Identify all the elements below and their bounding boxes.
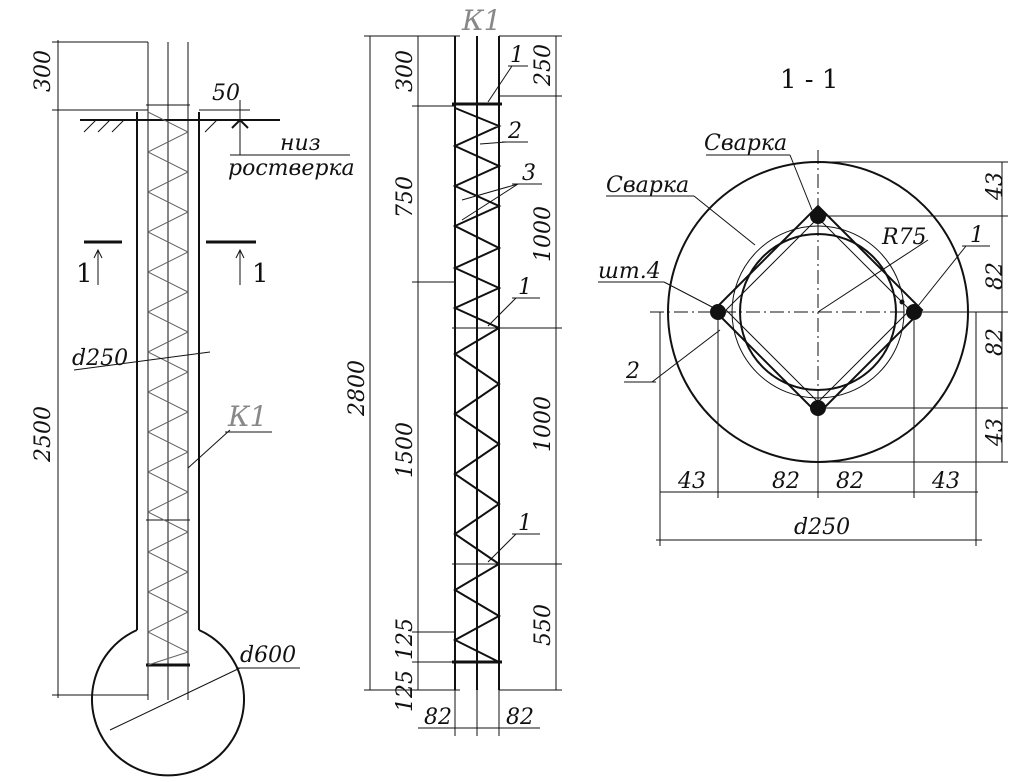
section-view: 1 - 1 R75 Сварка Сварка шт.4 1 <box>598 65 1008 546</box>
cage-dim-right-4: 550 <box>531 604 556 646</box>
cage-dim-left-4: 125 <box>393 618 418 660</box>
cage-label: К1 <box>227 400 267 433</box>
section-mark-left: 1 <box>76 259 93 289</box>
sec-dim-right-2: 82 <box>983 262 1008 290</box>
shaft-diameter: d250 <box>72 346 128 371</box>
cage-dim-bottom-1: 82 <box>424 705 452 730</box>
bulb-diameter: d600 <box>240 643 296 668</box>
cage-zigzag <box>146 111 190 666</box>
ground-hatch <box>83 119 218 133</box>
sec-dim-bottom-3: 82 <box>836 469 864 494</box>
cage-rebars <box>146 42 190 700</box>
cage-dim-right-3: 1000 <box>531 396 556 452</box>
cage-dim-total: 2800 <box>345 360 370 417</box>
section-title: 1 - 1 <box>780 65 838 95</box>
dim-shaft: 2500 <box>31 406 56 463</box>
cage-dim-left-1: 300 <box>393 50 418 92</box>
cage-zigzag-2 <box>452 107 502 663</box>
cage-dim-left-3: 1500 <box>393 422 418 478</box>
cage-title: К1 <box>461 4 501 37</box>
weld-label-top: Сварка <box>704 131 787 156</box>
callout-2: 2 <box>507 119 522 144</box>
grillage-label-2: ростверка <box>228 156 355 181</box>
callout-1b: 1 <box>518 275 532 300</box>
cage-dim-right-1: 250 <box>531 44 556 87</box>
dim-top: 300 <box>31 50 56 92</box>
sec-dim-bottom-2: 82 <box>772 469 800 494</box>
sec-dim-right-1: 43 <box>983 172 1008 201</box>
weld-label-left: Сварка <box>606 173 689 198</box>
cage-view: К1 300 750 1500 125 125 2800 25 <box>345 4 562 736</box>
sec-dim-right-3: 82 <box>983 328 1008 356</box>
sec-dim-bottom-4: 43 <box>931 469 960 494</box>
grillage-label-1: низ <box>280 131 321 156</box>
section-diameter: d250 <box>794 515 850 540</box>
section-callout-1: 1 <box>970 223 984 248</box>
section-mark-right: 1 <box>252 259 269 289</box>
callout-1c: 1 <box>518 511 532 536</box>
sec-dim-right-4: 43 <box>983 418 1008 447</box>
cage-bars <box>454 36 500 690</box>
cage-dim-right-2: 1000 <box>531 206 556 262</box>
pile-bulb <box>91 629 245 777</box>
radius-label: R75 <box>881 225 927 250</box>
cage-dim-left-2: 750 <box>393 176 418 218</box>
section-callout-2: 2 <box>625 359 640 384</box>
dim-offset: 50 <box>212 81 240 106</box>
cage-dim-bottom-2: 82 <box>506 705 534 730</box>
callout-3: 3 <box>522 161 536 186</box>
sec-dim-bottom-1: 43 <box>677 469 706 494</box>
pile-view: 300 50 низ ростверка 1 1 d250 К1 2500 d <box>31 40 355 777</box>
callout-1a: 1 <box>510 43 524 68</box>
bar-count: шт.4 <box>598 259 661 284</box>
cage-dim-left-5: 125 <box>393 670 418 712</box>
